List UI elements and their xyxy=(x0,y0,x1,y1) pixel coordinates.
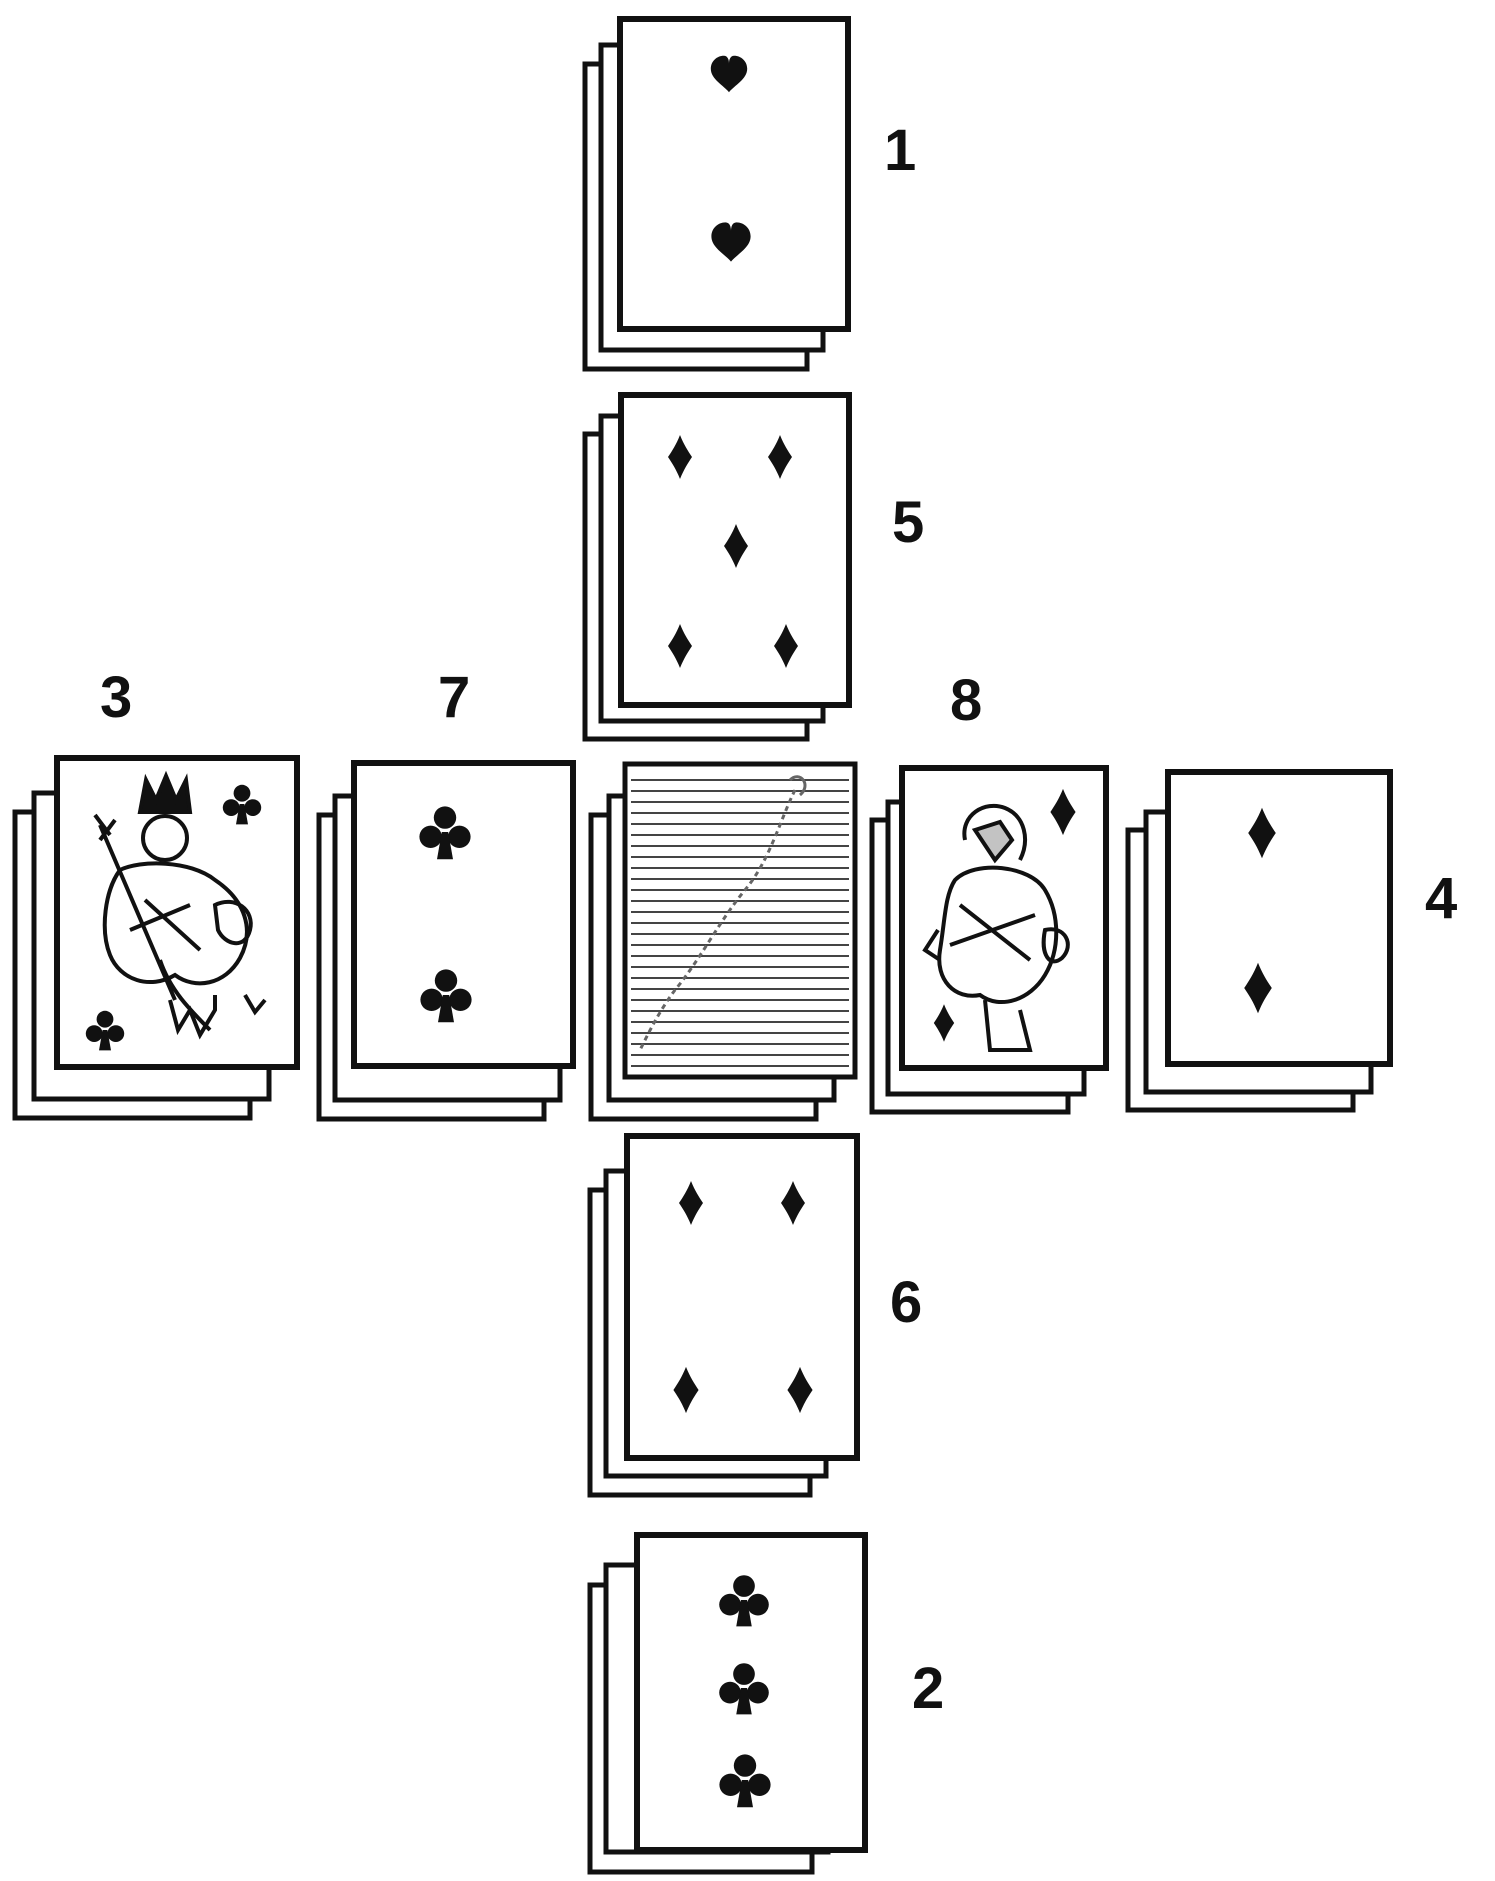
pile-label: 7 xyxy=(438,665,470,730)
pile-label: 6 xyxy=(890,1270,922,1335)
card-back xyxy=(625,764,855,1077)
pile-1[interactable]: 1 xyxy=(585,19,916,369)
pile-8[interactable]: 8 xyxy=(872,668,1106,1112)
pile-2[interactable]: 2 xyxy=(590,1535,944,1872)
pile-6[interactable]: 6 xyxy=(590,1136,922,1495)
pile-7[interactable]: 7 xyxy=(319,665,573,1119)
pile-label: 1 xyxy=(884,118,916,183)
pile-label: 4 xyxy=(1425,866,1457,931)
pile-label: 8 xyxy=(950,668,982,733)
pile-3[interactable]: 3 xyxy=(15,665,297,1118)
pile-label: 2 xyxy=(912,1656,944,1721)
pile-label: 5 xyxy=(892,490,924,555)
pile-4[interactable]: 4 xyxy=(1128,772,1457,1110)
pile-label: 3 xyxy=(100,665,132,730)
pile-5[interactable]: 5 xyxy=(585,395,924,739)
stock[interactable] xyxy=(591,764,855,1119)
